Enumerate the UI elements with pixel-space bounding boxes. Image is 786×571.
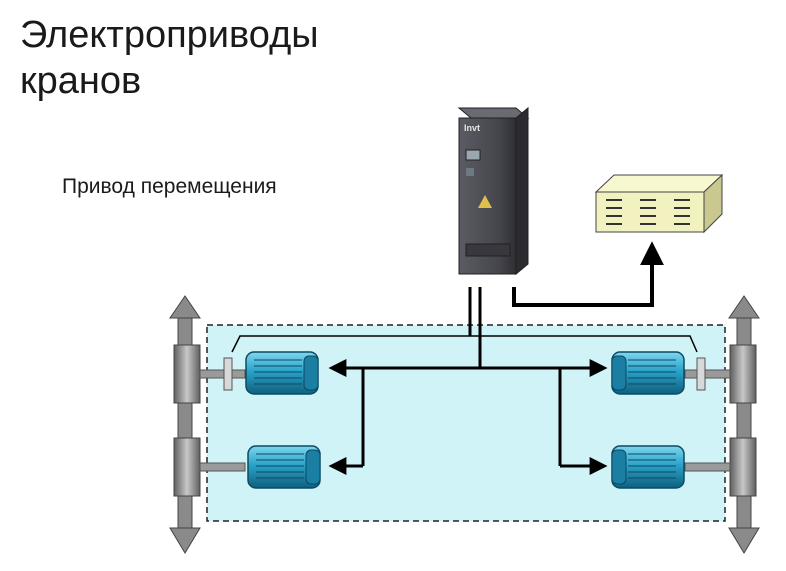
title-line-2: кранов [20, 60, 142, 102]
brake-control-line [231, 335, 698, 353]
title-line-1: Электроприводы [20, 14, 319, 56]
left-wheel-assembly [169, 295, 201, 554]
motor-top-left-icon [245, 351, 319, 395]
crane-wheel-icon [729, 437, 757, 497]
brake-right-icon [696, 357, 706, 391]
subtitle: Привод перемещения [62, 175, 277, 198]
brake-resistor-icon [594, 173, 724, 234]
motor-top-right-icon [611, 351, 685, 395]
page-title: Электроприводы кранов [20, 12, 319, 104]
inverter-cabinet-icon: Invt [457, 106, 530, 276]
right-wheel-assembly [728, 295, 760, 554]
motor-bottom-left-icon [247, 445, 321, 489]
crane-wheel-icon [173, 344, 201, 404]
power-wiring [328, 287, 608, 475]
resistor-line [512, 241, 664, 307]
crane-wheel-icon [729, 344, 757, 404]
brake-left-icon [223, 357, 233, 391]
motor-bottom-right-icon [611, 445, 685, 489]
inverter-brand: Invt [464, 123, 480, 133]
crane-wheel-icon [173, 437, 201, 497]
